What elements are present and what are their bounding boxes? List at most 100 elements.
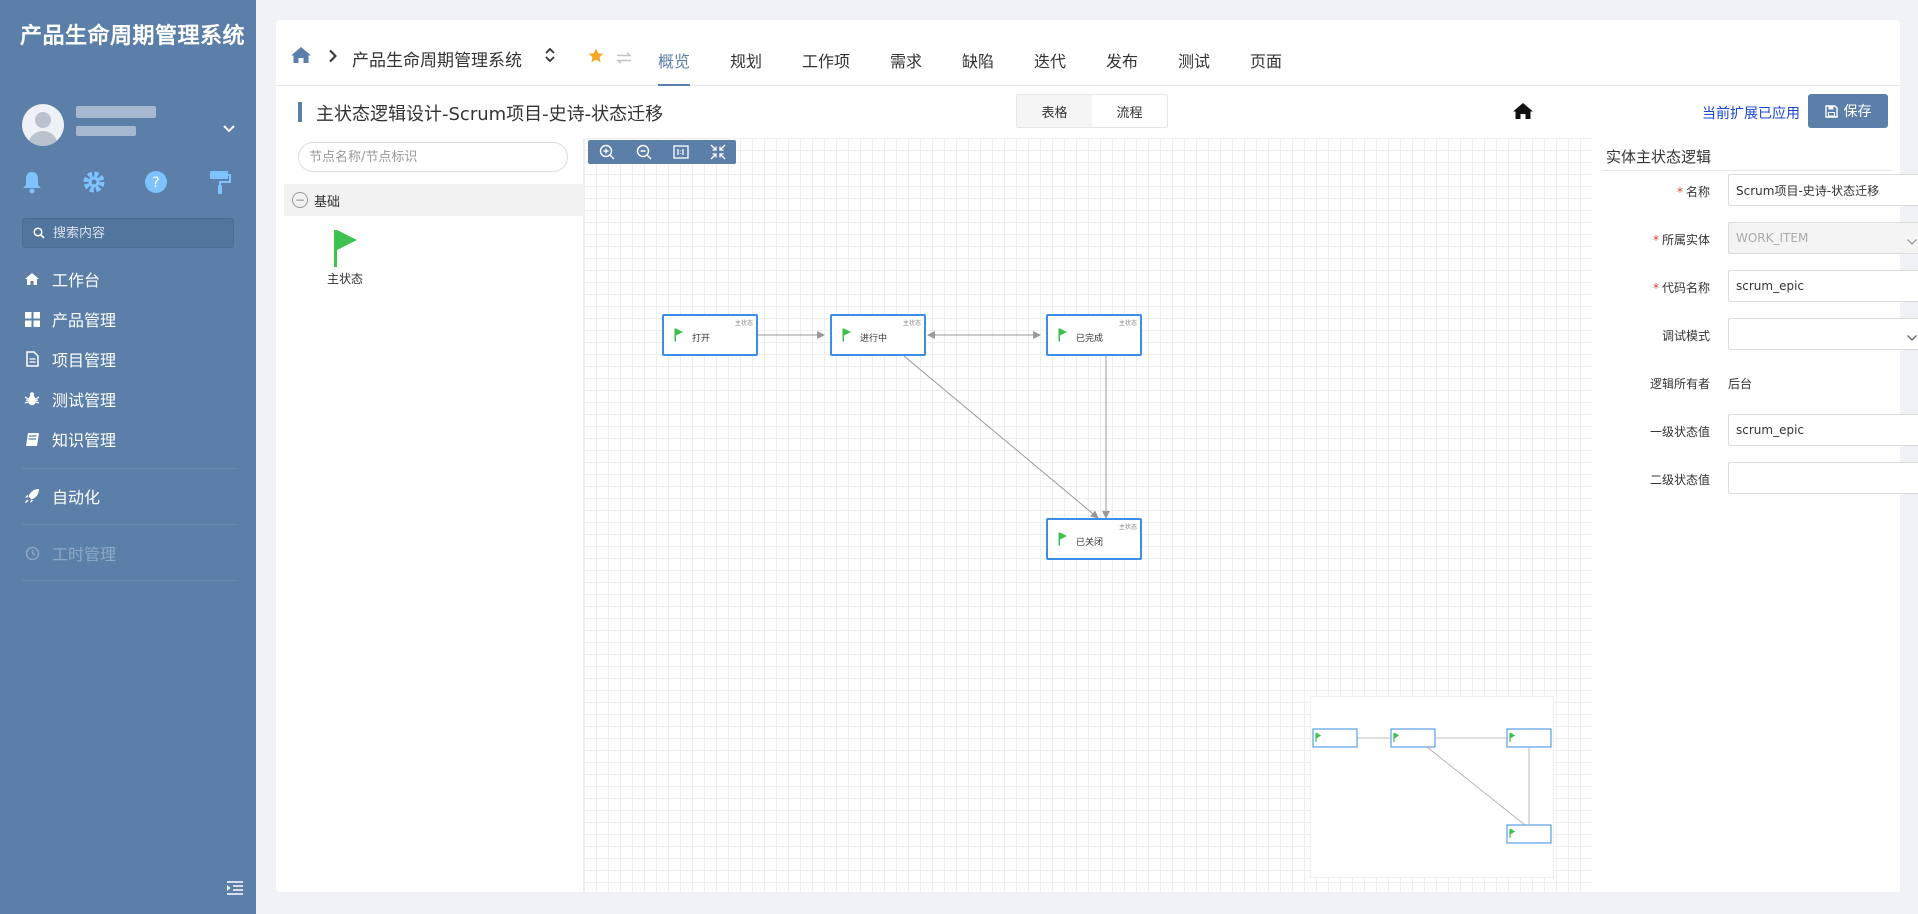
- prop-row-debug: 调试模式: [1592, 318, 1918, 352]
- bug-icon: [22, 389, 42, 409]
- prop-row-name: *名称: [1592, 174, 1918, 208]
- collapse-group-icon[interactable]: −: [292, 192, 308, 208]
- palette-item-main-state[interactable]: 主状态: [320, 228, 370, 287]
- home-icon[interactable]: [1512, 102, 1534, 124]
- nav-item-label: 自动化: [52, 488, 101, 507]
- nav-item-label: 知识管理: [52, 431, 117, 450]
- minimap-preview: [1312, 728, 1552, 844]
- clock-icon: [22, 543, 42, 563]
- prop-label: 二级状态值: [1649, 473, 1710, 487]
- tab-testing[interactable]: 测试: [1178, 52, 1211, 71]
- nav-item-product-management[interactable]: 产品管理: [22, 304, 236, 334]
- user-role-redacted: [76, 126, 136, 136]
- palette-group-label: 基础: [314, 194, 341, 210]
- chevron-down-icon[interactable]: [1906, 328, 1918, 347]
- name-field[interactable]: [1728, 174, 1918, 206]
- nav-item-knowledge-management[interactable]: 知识管理: [22, 424, 236, 454]
- page-title: 主状态逻辑设计-Scrum项目-史诗-状态迁移: [316, 104, 664, 125]
- palette-group-basic[interactable]: − 基础: [284, 184, 584, 216]
- state-node-in-progress[interactable]: 主状态 进行中: [830, 314, 926, 356]
- entity-select: [1728, 222, 1918, 254]
- node-label: 进行中: [860, 334, 888, 344]
- bell-icon[interactable]: [18, 168, 46, 196]
- flow-edges: [758, 331, 1110, 519]
- extension-status-link[interactable]: 当前扩展已应用: [1702, 106, 1800, 122]
- prop-row-level2: 二级状态值: [1592, 462, 1918, 496]
- document-icon: [22, 349, 42, 369]
- tab-planning[interactable]: 规划: [730, 52, 763, 71]
- tool-icons: ?: [22, 168, 234, 198]
- fit-view-icon[interactable]: [706, 140, 730, 164]
- chevron-down-icon[interactable]: [222, 122, 236, 138]
- node-label: 已关闭: [1076, 538, 1104, 548]
- code-name-field[interactable]: [1728, 270, 1918, 302]
- nav-item-project-management[interactable]: 项目管理: [22, 344, 236, 374]
- username-redacted: [76, 106, 156, 118]
- sidebar-search[interactable]: [22, 218, 234, 248]
- zoom-in-icon[interactable]: [595, 140, 619, 164]
- home-icon[interactable]: [290, 46, 312, 68]
- state-node-closed[interactable]: 主状态 已关闭: [1046, 518, 1142, 560]
- swap-icon[interactable]: [616, 49, 632, 68]
- mode-flow-button[interactable]: 流程: [1092, 95, 1167, 127]
- gear-icon[interactable]: [80, 168, 108, 196]
- node-tag: 主状态: [1118, 524, 1137, 531]
- actual-size-icon[interactable]: [669, 140, 693, 164]
- nav-item-label: 工时管理: [52, 545, 117, 564]
- tab-work-items[interactable]: 工作项: [802, 52, 851, 71]
- node-palette: − 基础 主状态: [284, 138, 584, 892]
- properties-title: 实体主状态逻辑: [1606, 148, 1712, 166]
- level2-state-field[interactable]: [1728, 462, 1918, 494]
- chevron-right-icon: [328, 48, 338, 67]
- debug-mode-select[interactable]: [1728, 318, 1918, 350]
- top-nav: 产品生命周期管理系统 概览 规划 工作项 需求 缺陷 迭代 发布 测试 页面: [276, 20, 1900, 86]
- flag-icon: [842, 328, 852, 345]
- minimap[interactable]: [1310, 696, 1554, 878]
- avatar[interactable]: [22, 104, 64, 146]
- tab-releases[interactable]: 发布: [1106, 52, 1139, 71]
- state-node-open[interactable]: 主状态 打开: [662, 314, 758, 356]
- prop-label: *名称: [1676, 185, 1710, 199]
- nav-item-test-management[interactable]: 测试管理: [22, 384, 236, 414]
- level1-state-field[interactable]: [1728, 414, 1918, 446]
- tab-defects[interactable]: 缺陷: [962, 52, 995, 71]
- state-node-done[interactable]: 主状态 已完成: [1046, 314, 1142, 356]
- flow-canvas[interactable]: 进行 主状态 已完成 主状态 已关闭 主状态 打开 主状态 进行中: [584, 138, 1592, 892]
- user-menu[interactable]: [22, 102, 236, 146]
- switch-system-icon[interactable]: [544, 46, 556, 68]
- nav-divider: [22, 468, 236, 469]
- mode-table-button[interactable]: 表格: [1017, 95, 1092, 127]
- tab-iterations[interactable]: 迭代: [1034, 52, 1067, 71]
- nav-divider: [22, 524, 236, 525]
- book-icon: [22, 429, 42, 449]
- tab-overview[interactable]: 概览: [658, 48, 691, 86]
- prop-label: 一级状态值: [1649, 425, 1710, 439]
- star-icon[interactable]: [588, 48, 604, 67]
- collapse-sidebar-icon[interactable]: [226, 880, 244, 900]
- svg-text:?: ?: [152, 175, 159, 191]
- palette-item-label: 主状态: [326, 272, 363, 286]
- nav-item-time-management: 工时管理: [22, 538, 236, 568]
- main-panel: 产品生命周期管理系统 概览 规划 工作项 需求 缺陷 迭代 发布 测试 页面 主…: [276, 20, 1918, 892]
- app-title: 产品生命周期管理系统: [20, 24, 246, 49]
- nav-divider: [22, 580, 236, 581]
- nav-item-automation[interactable]: 自动化: [22, 481, 236, 511]
- edge-in-progress-to-closed[interactable]: [903, 355, 1099, 519]
- nav-item-workbench[interactable]: 工作台: [22, 264, 236, 294]
- node-search-input[interactable]: [298, 142, 568, 172]
- flag-icon: [1058, 328, 1068, 345]
- search-input[interactable]: [53, 225, 223, 241]
- tab-pages[interactable]: 页面: [1250, 52, 1283, 71]
- node-tag: 主状态: [734, 320, 753, 327]
- chevron-down-icon: [1906, 232, 1918, 251]
- prop-label: *代码名称: [1652, 281, 1710, 295]
- zoom-toolbar: [588, 140, 736, 164]
- nav-item-label: 测试管理: [52, 391, 117, 410]
- save-button[interactable]: 保存: [1808, 94, 1888, 128]
- tab-requirements[interactable]: 需求: [890, 52, 923, 71]
- help-icon[interactable]: ?: [142, 168, 170, 196]
- sidebar: 产品生命周期管理系统 ? 工作台: [0, 0, 256, 914]
- breadcrumb-title[interactable]: 产品生命周期管理系统: [352, 51, 522, 71]
- zoom-out-icon[interactable]: [632, 140, 656, 164]
- paint-roller-icon[interactable]: [206, 168, 234, 196]
